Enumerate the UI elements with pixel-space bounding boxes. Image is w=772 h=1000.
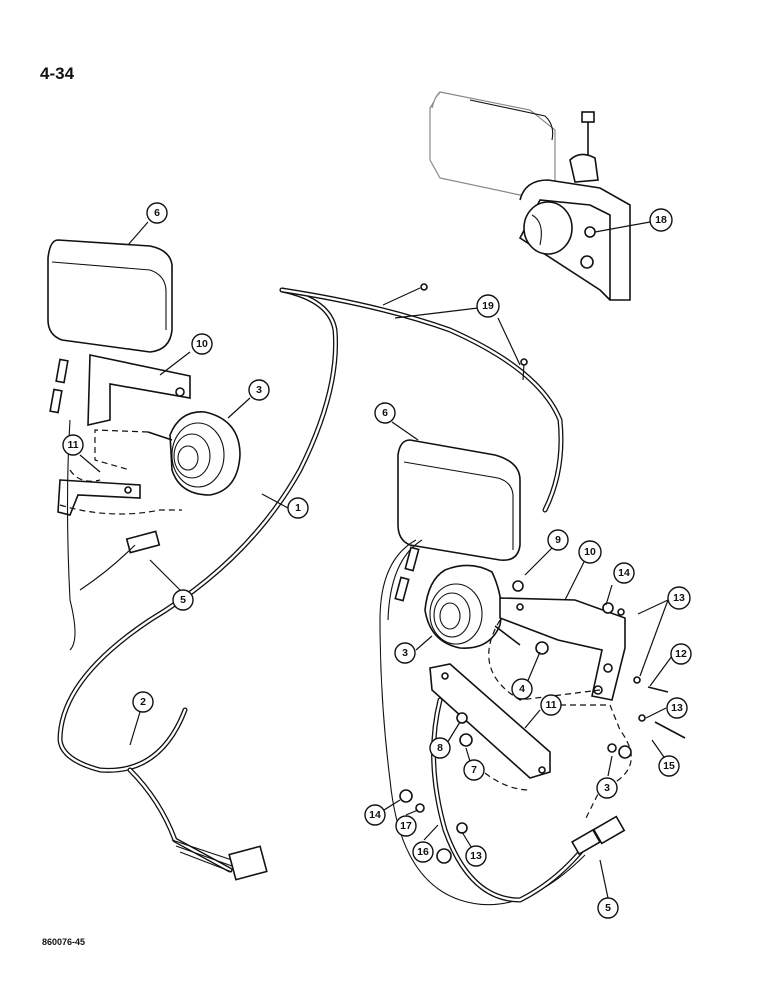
svg-text:17: 17	[400, 820, 412, 832]
svg-text:14: 14	[618, 567, 630, 579]
svg-text:7: 7	[471, 764, 477, 776]
svg-text:13: 13	[671, 702, 683, 714]
callout-10-left: 10	[191, 333, 213, 355]
callout-4: 4	[511, 678, 533, 700]
svg-text:10: 10	[196, 338, 208, 350]
callout-9: 9	[547, 529, 569, 551]
callout-18: 18	[649, 208, 673, 232]
svg-text:12: 12	[675, 648, 687, 660]
callout-5-left: 5	[172, 589, 194, 611]
svg-text:14: 14	[369, 809, 381, 821]
callout-7: 7	[463, 759, 485, 781]
svg-text:10: 10	[584, 546, 596, 558]
svg-text:2: 2	[140, 696, 146, 708]
callout-16: 16	[412, 841, 434, 863]
svg-text:5: 5	[180, 594, 186, 606]
svg-text:15: 15	[663, 760, 675, 772]
svg-text:13: 13	[470, 850, 482, 862]
callout-13-mid: 13	[666, 697, 688, 719]
callout-12: 12	[670, 643, 692, 665]
wiring-harness	[57, 283, 564, 881]
callout-3-left: 3	[248, 379, 270, 401]
leader-lines	[79, 221, 673, 899]
svg-text:6: 6	[382, 407, 388, 419]
callout-8: 8	[429, 737, 451, 759]
callout-3-bottom: 3	[596, 777, 618, 799]
svg-text:3: 3	[402, 647, 408, 659]
right-lamp-assembly	[379, 439, 686, 906]
svg-text:19: 19	[482, 300, 494, 312]
callout-5-right: 5	[597, 897, 619, 919]
callout-2: 2	[132, 691, 154, 713]
figure-code: 860076-45	[42, 937, 86, 947]
svg-text:18: 18	[655, 214, 667, 226]
svg-text:11: 11	[545, 699, 556, 711]
callout-6-left: 6	[146, 202, 168, 224]
callout-17: 17	[395, 815, 417, 837]
callout-13-bottom: 13	[465, 845, 487, 867]
svg-text:8: 8	[437, 742, 443, 754]
callout-3-right: 3	[394, 642, 416, 664]
page-number: 4-34	[40, 64, 75, 83]
callout-10-right: 10	[578, 540, 602, 564]
svg-text:9: 9	[555, 534, 561, 546]
callout-11-left: 11	[62, 434, 84, 456]
svg-text:3: 3	[256, 384, 262, 396]
callout-15: 15	[658, 755, 680, 777]
svg-text:1: 1	[295, 502, 301, 514]
svg-text:6: 6	[154, 207, 160, 219]
svg-text:4: 4	[519, 683, 525, 695]
callout-11-right: 11	[540, 694, 562, 716]
callout-1: 1	[287, 497, 309, 519]
left-lamp-assembly	[47, 239, 241, 554]
inset-lamp-assembly	[429, 91, 631, 301]
callout-14-top: 14	[613, 562, 635, 584]
callout-14-bottom: 14	[364, 804, 386, 826]
callout-6-right: 6	[374, 402, 396, 424]
svg-text:13: 13	[673, 592, 685, 604]
svg-text:11: 11	[67, 439, 78, 451]
callout-13-top: 13	[667, 586, 691, 610]
svg-text:16: 16	[417, 846, 429, 858]
svg-text:3: 3	[604, 782, 610, 794]
callout-19: 19	[476, 294, 500, 318]
svg-text:5: 5	[605, 902, 611, 914]
